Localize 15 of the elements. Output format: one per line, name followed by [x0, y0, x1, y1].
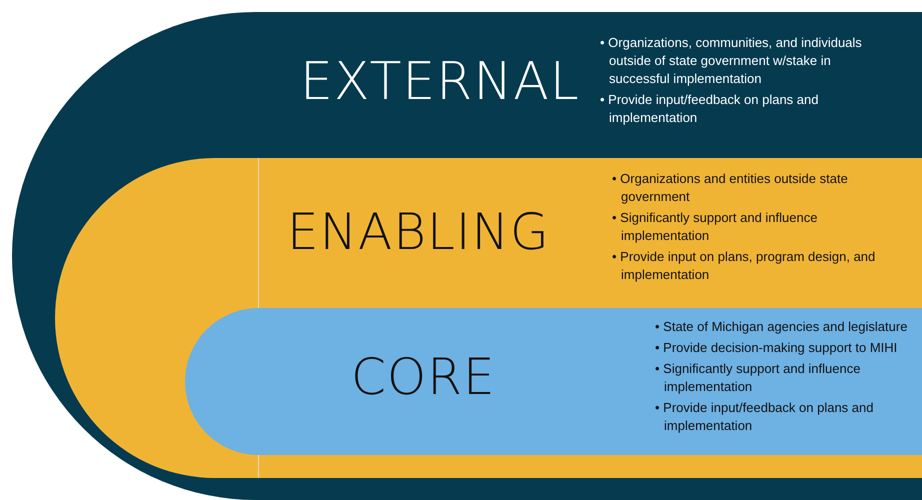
bullet-item: • Provide input/feedback on plans and implementation [600, 91, 820, 127]
section-title: CORE [351, 348, 496, 406]
bullet-item: • State of Michigan agencies and legislature [655, 318, 908, 336]
bullet-item: • Organizations, communities, and individuals outside of state government w/stake in successful implementation [600, 34, 863, 88]
outer-band [12, 12, 922, 500]
bullet-item: • Provide decision-making support to MIHI [655, 339, 898, 357]
bullet-item: • Significantly support and influence implementation [655, 360, 862, 396]
section-title: EXTERNAL [300, 52, 580, 112]
bullet-item: • Organizations and entities outside state government [612, 170, 849, 206]
bullet-item: • Significantly support and influence implementation [612, 209, 818, 245]
bullet-item: • Provide input on plans, program design, and implementation [612, 248, 876, 284]
inner-band [185, 308, 922, 455]
middle-band [55, 158, 922, 478]
bullet-item: • Provide input/feedback on plans and implementation [655, 399, 874, 435]
section-title: ENABLING [287, 203, 550, 261]
